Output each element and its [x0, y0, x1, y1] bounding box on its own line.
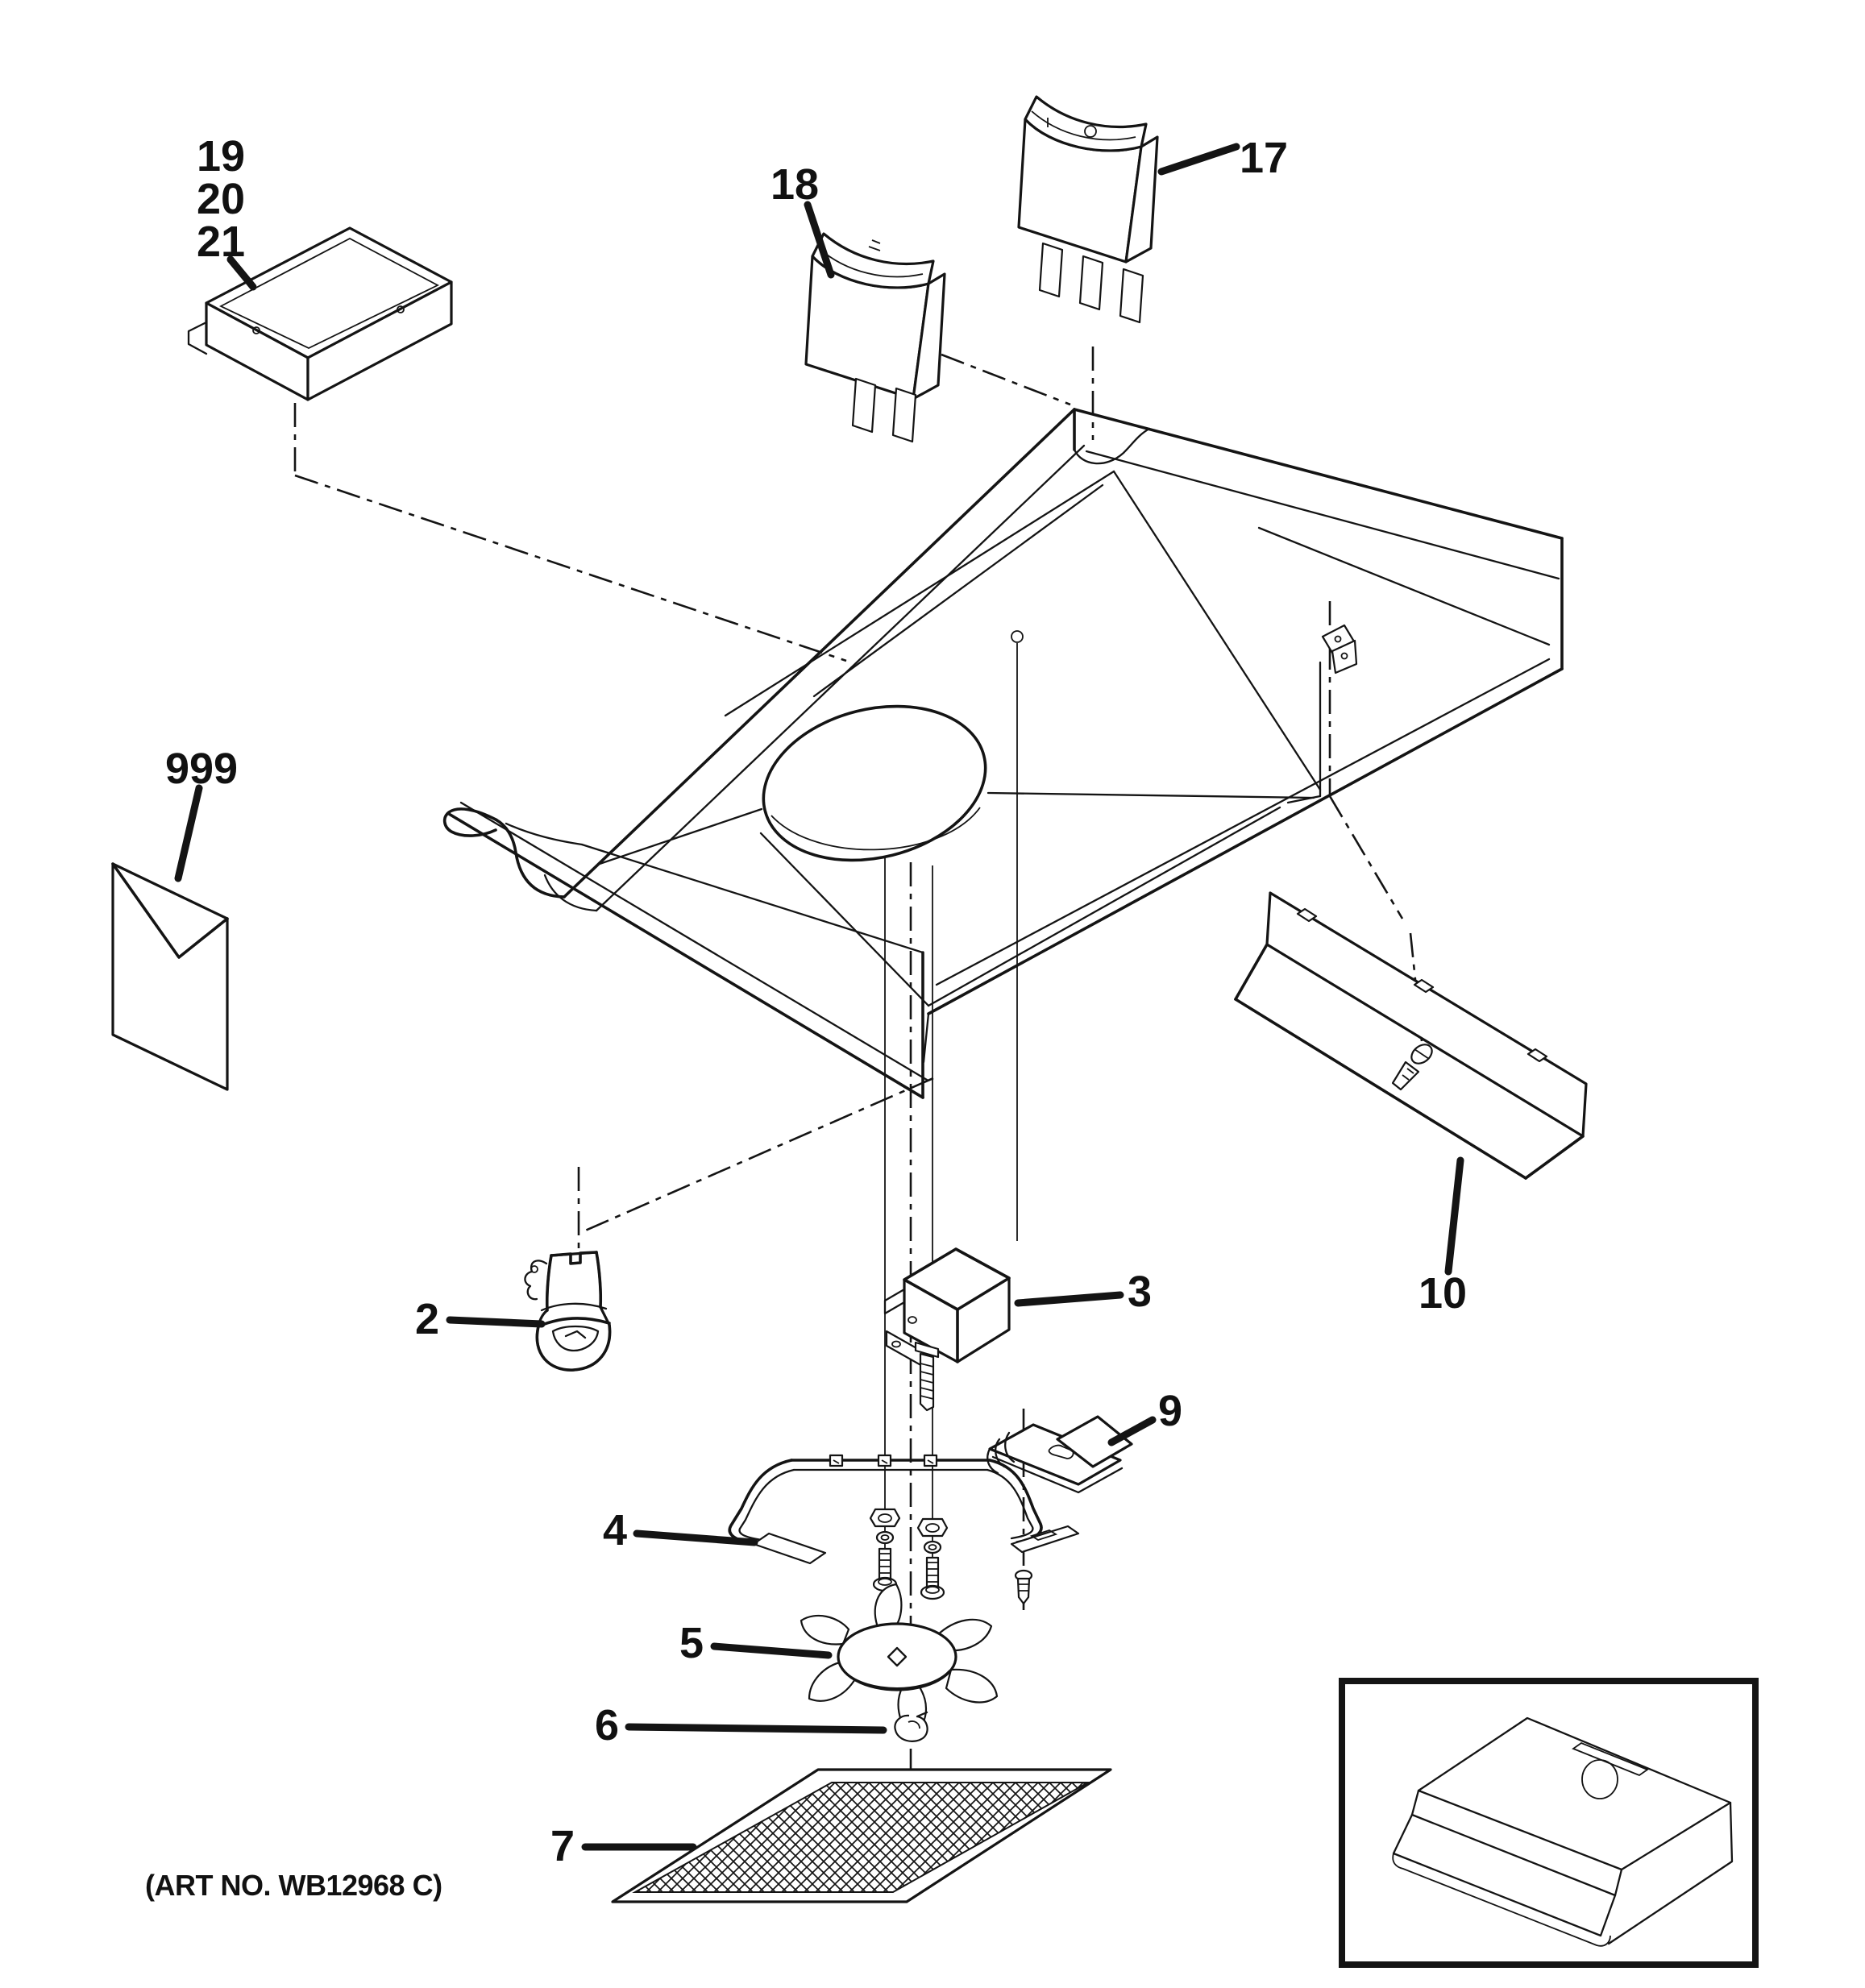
- callout-4: 4: [603, 1506, 627, 1554]
- callout-leaders: [174, 143, 1464, 1851]
- hood-body: [442, 408, 1564, 1099]
- part-4-mount-bracket: [728, 1454, 1080, 1565]
- callout-20: 20: [197, 175, 245, 223]
- callout-5: 5: [679, 1619, 704, 1667]
- callout-7: 7: [550, 1822, 575, 1870]
- part-3-motor: [883, 1247, 1011, 1412]
- part-10-channel: [1234, 891, 1588, 1180]
- part-7-filter: [611, 1768, 1112, 1903]
- callout-3: 3: [1128, 1268, 1152, 1316]
- callout-19: 19: [197, 132, 245, 181]
- callout-2: 2: [415, 1295, 439, 1343]
- callout-18: 18: [771, 160, 819, 209]
- callout-10: 10: [1418, 1269, 1467, 1318]
- part-6-clip: [894, 1711, 928, 1742]
- callout-21: 21: [197, 218, 245, 266]
- part-18-switch: [804, 232, 946, 443]
- callout-17: 17: [1240, 134, 1288, 182]
- inset-assembled-view: [1339, 1678, 1759, 1968]
- part-2-lamp-socket: [524, 1251, 612, 1372]
- hood-interior-bracket: [1321, 624, 1358, 674]
- callout-9: 9: [1158, 1387, 1182, 1435]
- part-17-switch: [1017, 95, 1159, 324]
- part-999-envelope: [111, 862, 229, 1091]
- part-9-damper-bracket: [986, 1415, 1133, 1494]
- art-number: (ART NO. WB12968 C): [145, 1869, 442, 1902]
- callout-labels: 19 20 21 18 17 999 2 3 9 4 10 5 6 7: [165, 132, 1467, 1870]
- callout-6: 6: [595, 1701, 619, 1749]
- part-5-fan-blade: [800, 1583, 999, 1736]
- callout-999: 999: [165, 745, 238, 793]
- part-19-20-21-lens-assembly: [187, 226, 453, 401]
